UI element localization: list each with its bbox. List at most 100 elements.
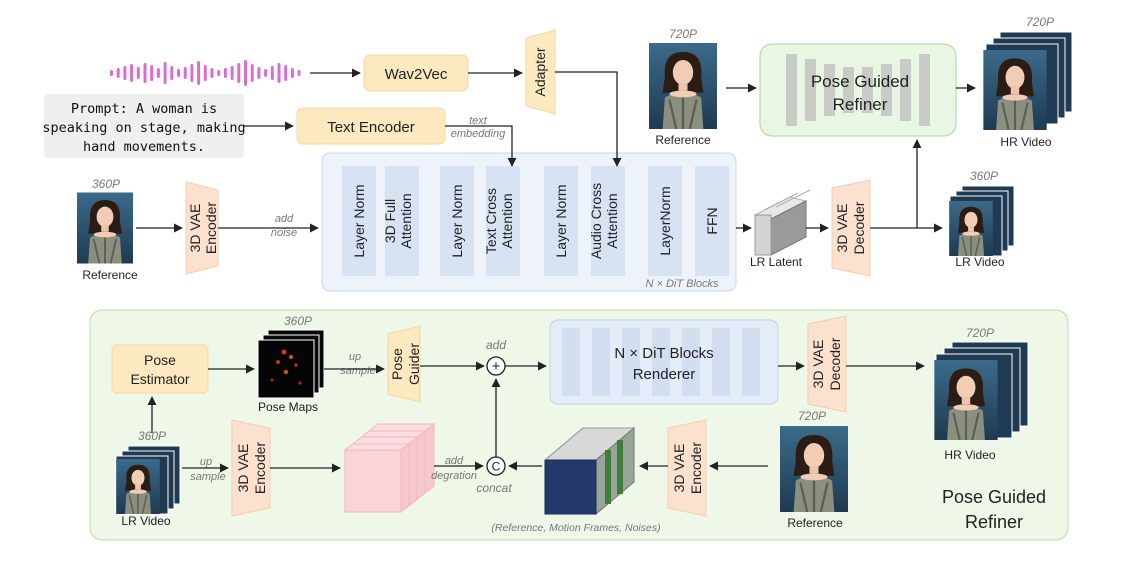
dit-block-column (544, 166, 578, 276)
dit-block-label: FFN (704, 207, 720, 234)
waveform-bar (244, 60, 247, 86)
concat-operator-icon: C (486, 456, 506, 476)
reference-label-top: Reference (82, 268, 138, 282)
add-noise-label-1: add (275, 213, 294, 225)
renderer-block: N × DiT Blocks Renderer (549, 319, 779, 405)
lr-video-stack-top (948, 185, 1015, 257)
lr-latent-icon (753, 189, 811, 256)
reference-360p-image (77, 192, 133, 264)
renderer-column (622, 328, 640, 396)
up-sample2-label-2: sample (190, 471, 225, 483)
text-embedding-label-2: embedding (451, 128, 506, 140)
waveform-bar (130, 64, 134, 82)
waveform-bar (170, 66, 174, 80)
dit-block-label: Layer Norm (449, 184, 465, 257)
refiner-bar (805, 59, 816, 121)
dit-block-label: LayerNorm (657, 186, 673, 255)
wav2vec-label: Wav2Vec (385, 66, 448, 83)
refiner-bar (786, 54, 797, 126)
vae-encoder-bl-line2: Encoder (252, 442, 268, 494)
up-sample-label-1: up (349, 351, 361, 363)
renderer-column (652, 328, 670, 396)
renderer-column (682, 328, 700, 396)
lr-latent-label: LR Latent (750, 255, 803, 269)
section-title-line1: Pose Guided (942, 487, 1046, 507)
text-encoder-label: Text Encoder (327, 119, 415, 136)
vae-encoder-bottom-left: 3D VAE Encoder (231, 419, 271, 517)
add-noise-label-2: noise (271, 227, 297, 239)
renderer-column (562, 328, 580, 396)
refiner-top-line1: Pose Guided (811, 72, 909, 91)
waveform-bar (190, 64, 194, 82)
res-720p-ref-bottom: 720P (798, 409, 826, 423)
refiner-bar (843, 67, 854, 113)
waveform-bar (270, 66, 274, 80)
add-degration-label-2: degration (431, 470, 477, 482)
dit-block-label: Layer Norm (553, 184, 569, 257)
waveform-bar (136, 67, 140, 79)
res-720p-out-bottom: 720P (966, 326, 994, 340)
renderer-line2: Renderer (633, 366, 696, 383)
lr-video-label-top: LR Video (955, 255, 1004, 269)
vae-decoder-top-line2: Decoder (851, 201, 867, 254)
dit-block-column (591, 166, 625, 276)
reference-label-bottom: Reference (787, 516, 843, 530)
text-encoder-block: Text Encoder (296, 107, 446, 145)
refiner-bar (862, 67, 873, 113)
dit-caption: N × DiT Blocks (645, 278, 719, 290)
waveform-bar (156, 68, 160, 78)
res-360p-pose: 360P (284, 314, 312, 328)
section-title-line2: Refiner (965, 512, 1023, 532)
up-sample-label-2: sample (340, 365, 375, 377)
refiner-top-line2: Refiner (833, 95, 888, 114)
waveform-bar (150, 65, 154, 81)
res-360p-out: 360P (970, 169, 998, 183)
dit-block-label: 3D Full (382, 199, 398, 243)
vae-encoder-br-line1: 3D VAE (671, 444, 687, 493)
dit-block-label: Attention (604, 193, 620, 248)
vae-encoder-br-line2: Encoder (688, 442, 704, 494)
waveform-bar (197, 61, 201, 85)
bottom-arrows (147, 361, 925, 473)
waveform-bar (230, 66, 234, 80)
text-embedding-label-1: text (469, 115, 488, 127)
dit-block-column (486, 166, 520, 276)
inputs-caption: (Reference, Motion Frames, Noises) (491, 522, 660, 534)
prompt-box: Prompt: A woman is speaking on stage, ma… (42, 94, 246, 158)
reference-720p-image-top (647, 43, 719, 129)
vae-decoder-bottom: 3D VAE Decoder (807, 315, 847, 413)
pose-guider-line2: Guider (406, 343, 422, 385)
adapter-label: Adapter (532, 47, 548, 96)
waveform-bar (110, 70, 113, 76)
reference-720-label-top: Reference (655, 133, 711, 147)
waveform-bar (257, 67, 261, 79)
dit-block-label: Text Cross (483, 188, 499, 254)
waveform-bar (177, 69, 180, 77)
add-label: add (486, 338, 506, 352)
dit-block-label: Layer Norm (351, 184, 367, 257)
waveform-bar (223, 68, 227, 78)
waveform-bar (290, 68, 294, 78)
dit-block-label: Attention (499, 193, 515, 248)
renderer-column (592, 328, 610, 396)
waveform-bar (277, 63, 281, 83)
renderer-line1: N × DiT Blocks (614, 345, 713, 362)
dit-block-label: Audio Cross (588, 183, 604, 259)
prompt-line-2: speaking on stage, making (42, 120, 245, 136)
vae-encoder-bottom-right: 3D VAE Encoder (667, 419, 707, 517)
res-720p-ref-top: 720P (669, 27, 697, 41)
res-720p-out-top: 720P (1026, 15, 1054, 29)
plus-symbol: + (492, 358, 501, 375)
waveform-bar (163, 62, 167, 84)
renderer-column (712, 328, 730, 396)
vae-encoder-top: 3D VAE Encoder (185, 181, 219, 275)
concat-label: concat (476, 481, 512, 495)
vae-encoder-top-line2: Encoder (203, 202, 219, 254)
lr-video-stack-bottom (115, 445, 181, 515)
hr-video-label-bottom: HR Video (944, 448, 995, 462)
dit-block-column (385, 166, 419, 276)
add-degration-label-1: add (445, 455, 464, 467)
vae-decoder-bottom-line2: Decoder (827, 337, 843, 390)
pose-estimator-block: Pose Estimator (111, 344, 209, 394)
